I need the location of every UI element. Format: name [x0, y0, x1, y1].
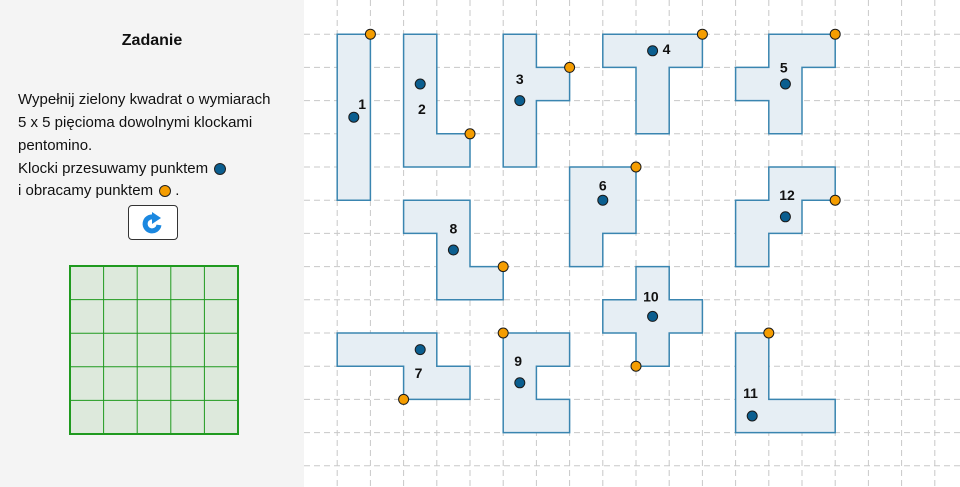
- move-handle[interactable]: [514, 95, 526, 107]
- move-handle[interactable]: [647, 45, 659, 57]
- pentomino-piece-12[interactable]: 12: [734, 166, 841, 268]
- reset-button[interactable]: [128, 205, 178, 240]
- pentomino-piece-4[interactable]: 4: [602, 28, 708, 135]
- rotate-point-icon: [159, 185, 172, 198]
- piece-label: 6: [599, 177, 607, 193]
- piece-shape[interactable]: [602, 33, 704, 135]
- move-handle[interactable]: [746, 410, 758, 422]
- pentomino-piece-6[interactable]: 6: [568, 161, 642, 268]
- piece-label: 12: [779, 187, 795, 203]
- instruction-line: 5 x 5 pięcioma dowolnymi klockami: [18, 114, 253, 131]
- rotate-handle[interactable]: [464, 128, 476, 140]
- pentomino-piece-3[interactable]: 3: [502, 33, 576, 168]
- piece-label: 1: [358, 96, 366, 112]
- instruction-line: i obracamy punktem: [18, 182, 154, 199]
- piece-label: 8: [450, 220, 458, 236]
- piece-label: 7: [415, 365, 423, 381]
- piece-label: 2: [418, 101, 426, 117]
- rotate-handle[interactable]: [763, 327, 775, 339]
- instruction-line-move: Klocki przesuwamy punktem: [18, 160, 227, 177]
- rotate-handle[interactable]: [564, 61, 576, 73]
- target-square-fill: [70, 266, 238, 434]
- pentomino-piece-8[interactable]: 8: [402, 199, 509, 301]
- target-square-border: [69, 265, 239, 435]
- panel-title: Zadanie: [121, 32, 183, 49]
- move-handle[interactable]: [597, 194, 609, 206]
- target-square: [69, 265, 239, 435]
- piece-shape[interactable]: [336, 332, 471, 401]
- piece-label: 10: [643, 288, 659, 304]
- move-point-icon: [214, 163, 227, 176]
- pentomino-piece-7[interactable]: 7: [336, 332, 471, 405]
- pentomino-piece-1[interactable]: 1: [336, 28, 376, 201]
- piece-shape[interactable]: [502, 33, 571, 168]
- task-panel: Zadanie Wypełnij zielony kwadrat o wymia…: [0, 0, 304, 487]
- instruction-line-rotate: i obracamy punktem .: [18, 182, 179, 199]
- instruction-line: pentomino.: [18, 137, 93, 154]
- move-handle[interactable]: [414, 78, 426, 90]
- rotate-handle[interactable]: [630, 161, 642, 173]
- piece-label: 11: [743, 385, 758, 401]
- piece-label: 4: [663, 41, 671, 57]
- rotate-handle[interactable]: [696, 28, 708, 40]
- move-handle[interactable]: [779, 78, 791, 90]
- rotate-handle[interactable]: [829, 28, 841, 40]
- rotate-handle[interactable]: [364, 28, 376, 40]
- instruction-line: Wypełnij zielony kwadrat o wymiarach: [18, 91, 271, 108]
- pentomino-piece-2[interactable]: 2: [402, 33, 476, 168]
- rotate-handle[interactable]: [497, 261, 509, 273]
- pentomino-piece-9[interactable]: 9: [497, 327, 571, 434]
- piece-label: 5: [780, 59, 788, 75]
- piece-shape[interactable]: [502, 332, 571, 434]
- piece-label: 9: [514, 353, 522, 369]
- rotate-handle[interactable]: [630, 360, 642, 372]
- move-handle[interactable]: [447, 244, 459, 256]
- move-handle[interactable]: [414, 344, 426, 356]
- piece-label: 3: [516, 71, 524, 87]
- rotate-clockwise-icon: [142, 211, 162, 233]
- pentomino-piece-10[interactable]: 10: [602, 265, 704, 372]
- instruction-period: .: [175, 182, 180, 199]
- piece-shape[interactable]: [402, 33, 471, 168]
- move-handle[interactable]: [647, 310, 659, 322]
- move-handle[interactable]: [514, 377, 526, 389]
- move-handle[interactable]: [779, 211, 791, 223]
- rotate-handle[interactable]: [398, 393, 410, 405]
- instruction-line: Klocki przesuwamy punktem: [18, 160, 209, 177]
- rotate-handle[interactable]: [829, 194, 841, 206]
- rotate-handle[interactable]: [497, 327, 509, 339]
- move-handle[interactable]: [348, 111, 360, 123]
- pentomino-piece-5[interactable]: 5: [734, 28, 841, 135]
- pentomino-piece-11[interactable]: 11: [734, 327, 836, 434]
